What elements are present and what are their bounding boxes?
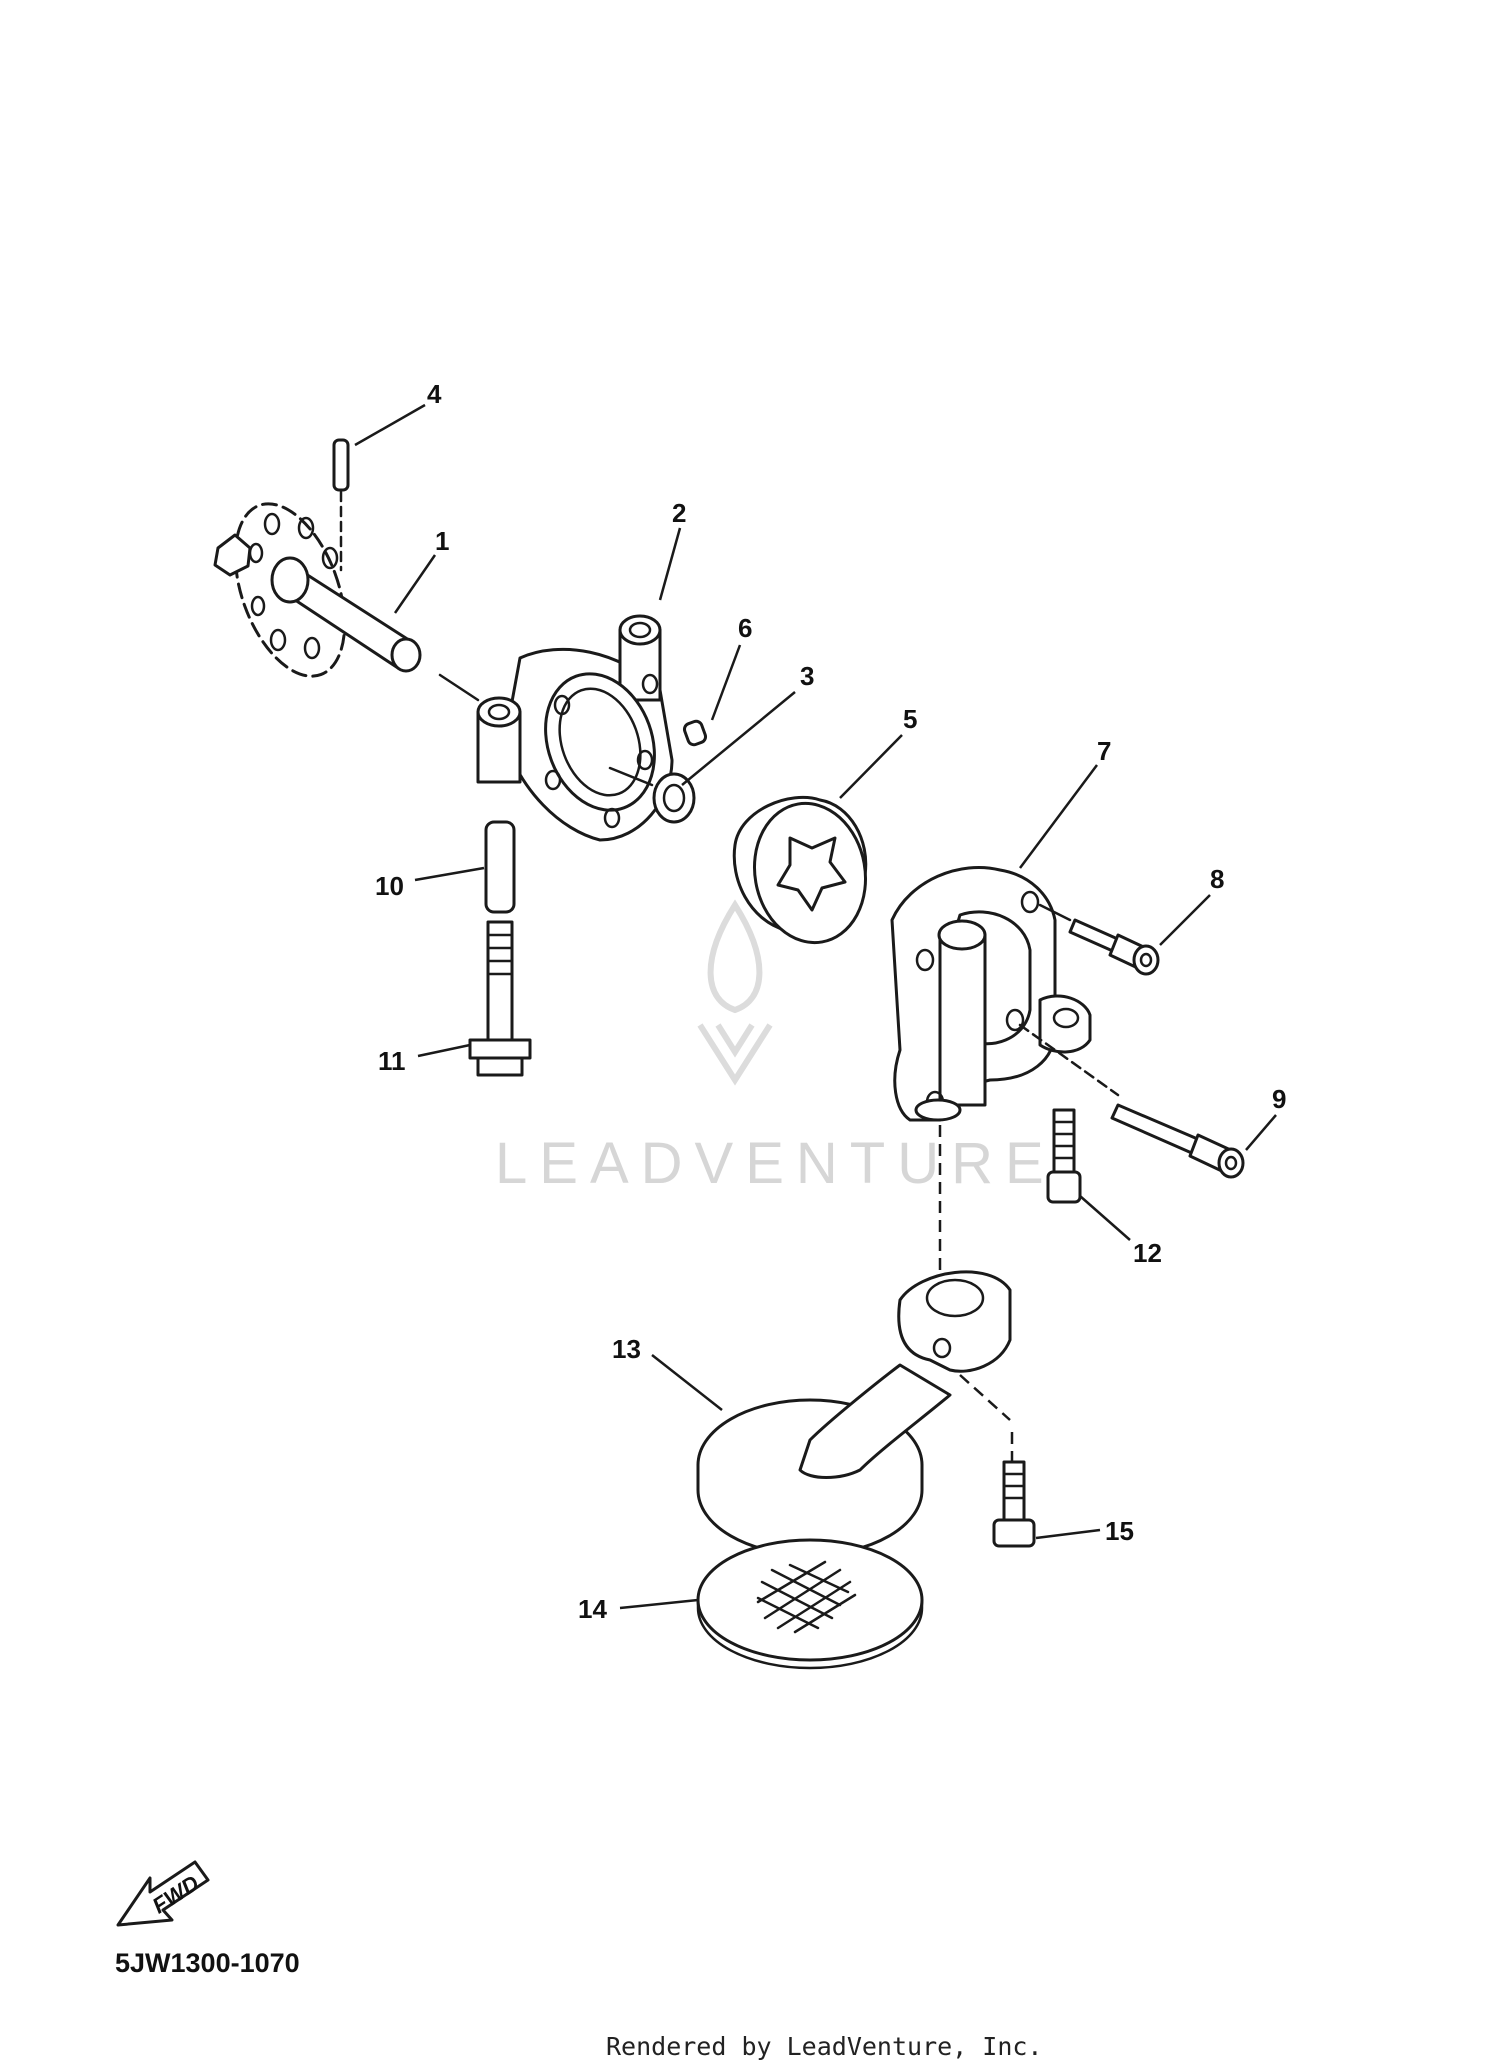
callout-3: 3 bbox=[800, 661, 814, 691]
part-6-dowel bbox=[682, 719, 708, 747]
part-3-washer bbox=[608, 766, 696, 824]
callout-15: 15 bbox=[1105, 1516, 1134, 1546]
callout-14: 14 bbox=[578, 1594, 607, 1624]
part-9-long-bolt bbox=[1018, 1023, 1245, 1179]
part-2-pump-housing bbox=[438, 614, 674, 842]
fwd-arrow: FWD bbox=[116, 1860, 210, 1927]
callout-6: 6 bbox=[738, 613, 752, 643]
callout-12: 12 bbox=[1133, 1238, 1162, 1268]
callout-1: 1 bbox=[435, 526, 449, 556]
fwd-arrow-icon bbox=[116, 1860, 210, 1927]
callout-2: 2 bbox=[672, 498, 686, 528]
watermark-text: LEADVENTURE bbox=[495, 1131, 1056, 1196]
callout-13: 13 bbox=[612, 1334, 641, 1364]
callout-4: 4 bbox=[427, 379, 442, 409]
part-14-screen bbox=[696, 1538, 924, 1670]
rendered-by-footer: Rendered by LeadVenture, Inc. bbox=[606, 2032, 1043, 2061]
part-15-bolt bbox=[992, 1432, 1036, 1548]
part-8-bolt bbox=[1038, 903, 1160, 976]
part-12-short-bolt bbox=[1046, 1108, 1082, 1204]
part-4-pin bbox=[332, 438, 350, 572]
part-10-dowel-pin bbox=[484, 820, 516, 914]
callout-labels: 4 1 2 6 3 5 7 8 9 10 11 12 13 14 15 bbox=[375, 379, 1286, 1624]
leader-lines bbox=[354, 403, 1277, 1610]
callout-9: 9 bbox=[1272, 1084, 1286, 1114]
part-7-pump-cover bbox=[890, 865, 1092, 1122]
callout-10: 10 bbox=[375, 871, 404, 901]
callout-8: 8 bbox=[1210, 864, 1224, 894]
watermark-flame-logo bbox=[697, 899, 773, 1086]
diagram-code: 5JW1300-1070 bbox=[115, 1948, 300, 1978]
part-1-pump-shaft-gear bbox=[213, 502, 422, 678]
callout-5: 5 bbox=[903, 704, 917, 734]
part-13-oil-strainer bbox=[696, 1125, 1012, 1557]
part-11-flange-bolt bbox=[468, 920, 532, 1077]
callout-11: 11 bbox=[378, 1046, 406, 1076]
watermark: LEADVENTURE bbox=[495, 899, 1056, 1196]
part-5-rotor bbox=[732, 795, 868, 945]
callout-7: 7 bbox=[1097, 736, 1111, 766]
